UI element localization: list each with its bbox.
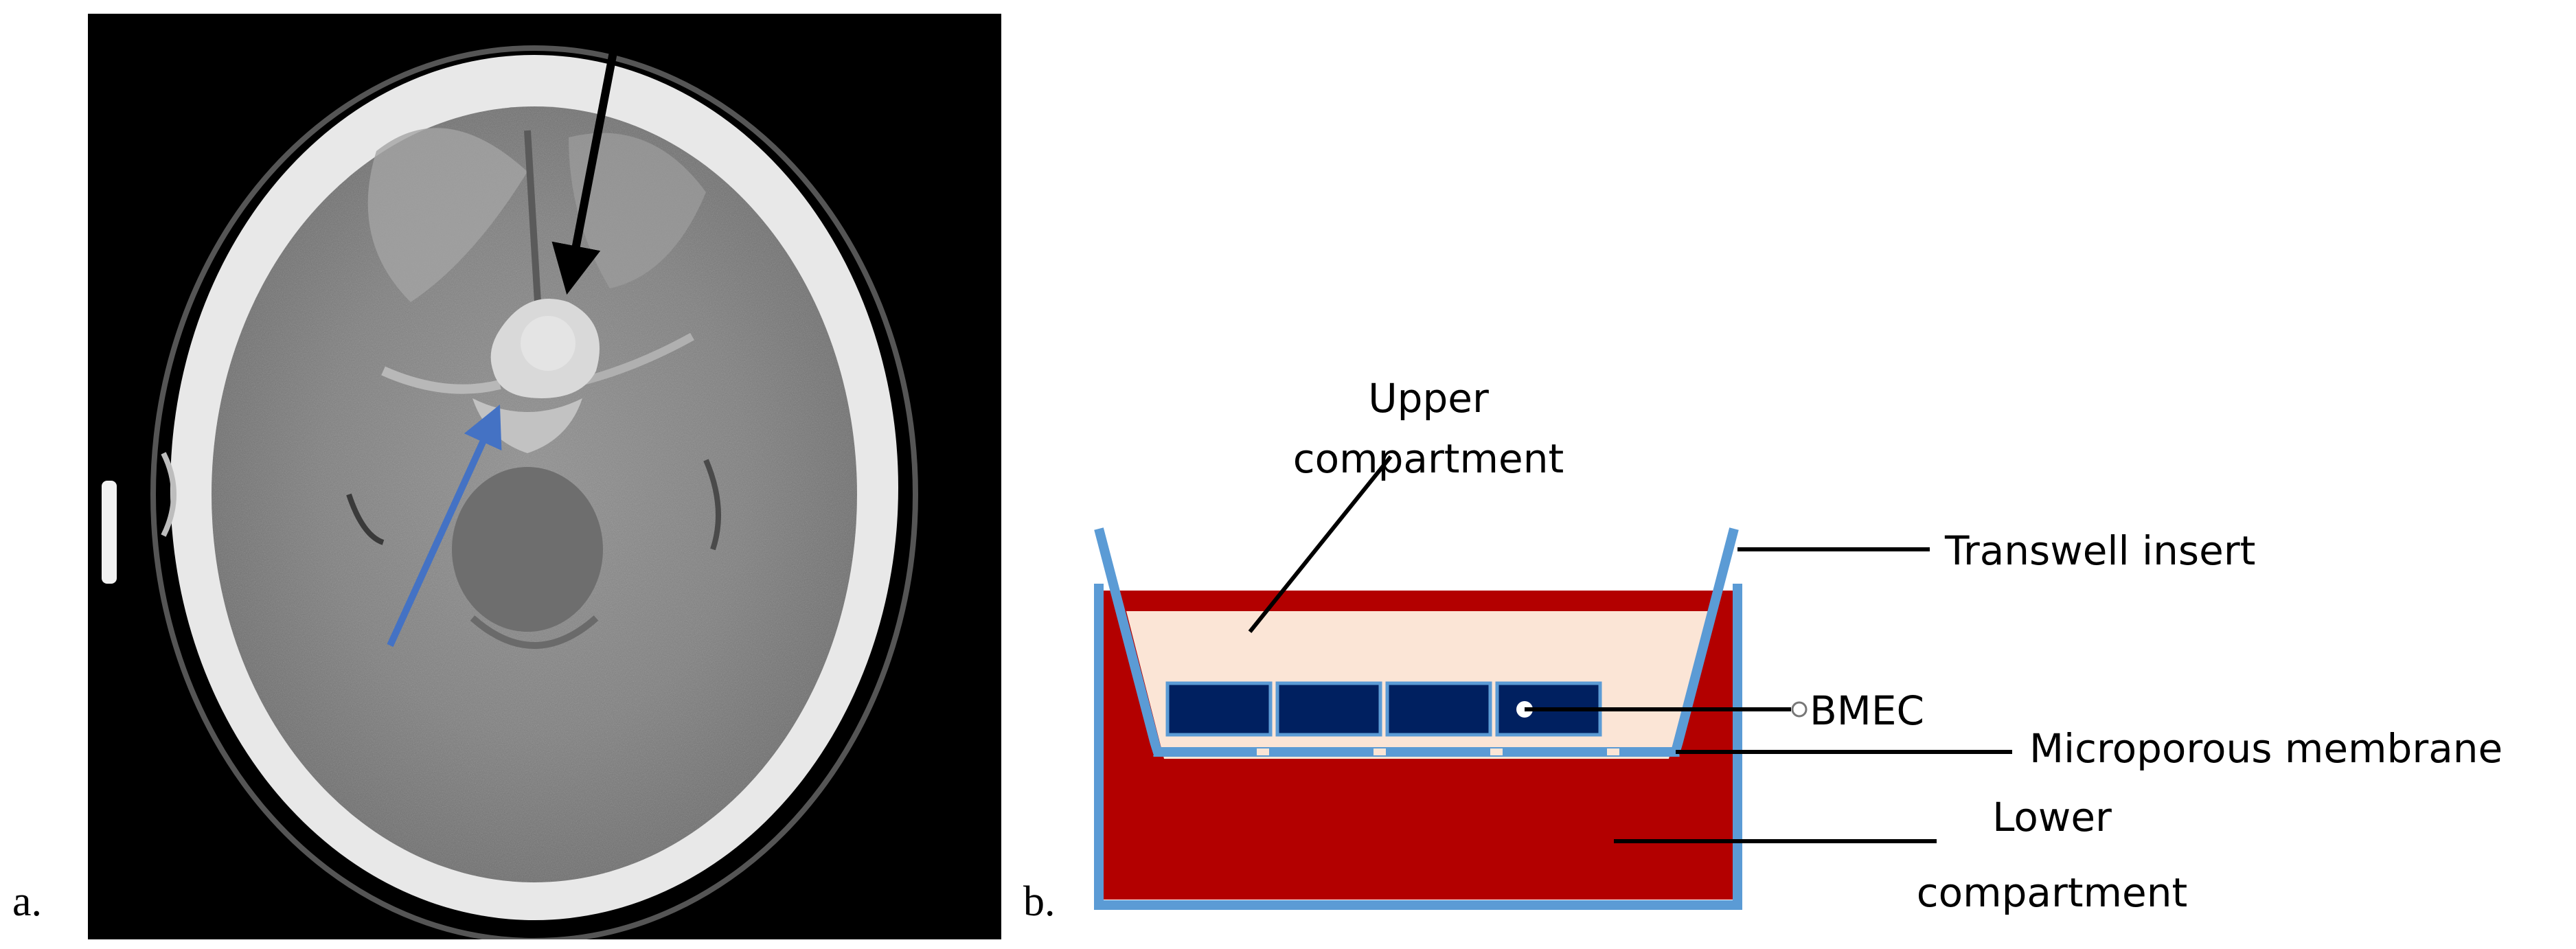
bmec-cells — [1165, 681, 1602, 737]
microporous-membrane-label: Microporous membrane — [2029, 725, 2503, 772]
artifact-left — [102, 481, 117, 584]
bmec-cell — [1275, 681, 1382, 737]
panel-label-a: a. — [12, 878, 43, 925]
upper-compartment-leader — [1248, 455, 1393, 633]
blue-arrow — [387, 404, 502, 648]
lower-compartment-label-line1: Lower — [1992, 794, 2112, 841]
ct-scan-image — [88, 14, 1001, 939]
upper-compartment-label-line1: Upper — [1368, 375, 1489, 422]
bmec-leader-end — [1791, 701, 1808, 718]
bmec-label: BMEC — [1810, 687, 1924, 734]
well-outline — [1094, 584, 1742, 910]
scalp-outline — [150, 45, 918, 939]
bmec-cell — [1165, 681, 1273, 737]
microporous-membrane — [1157, 747, 1676, 757]
lower-compartment-label-line2: compartment — [1917, 869, 2188, 916]
ct-scan-drawing — [102, 33, 918, 939]
bmec-cell — [1385, 681, 1492, 737]
black-arrow — [551, 33, 621, 295]
transwell-insert-label: Transwell insert — [1944, 527, 2255, 574]
frontal-lobe-region — [367, 128, 527, 302]
transwell-diagram: Upper compartment Transwell insert BMEC … — [1094, 375, 2503, 916]
panel-label-b: b. — [1023, 878, 1056, 925]
membrane-pores — [1257, 748, 1619, 755]
midbrain — [452, 467, 603, 632]
upper-compartment-label-line2: compartment — [1293, 435, 1564, 482]
